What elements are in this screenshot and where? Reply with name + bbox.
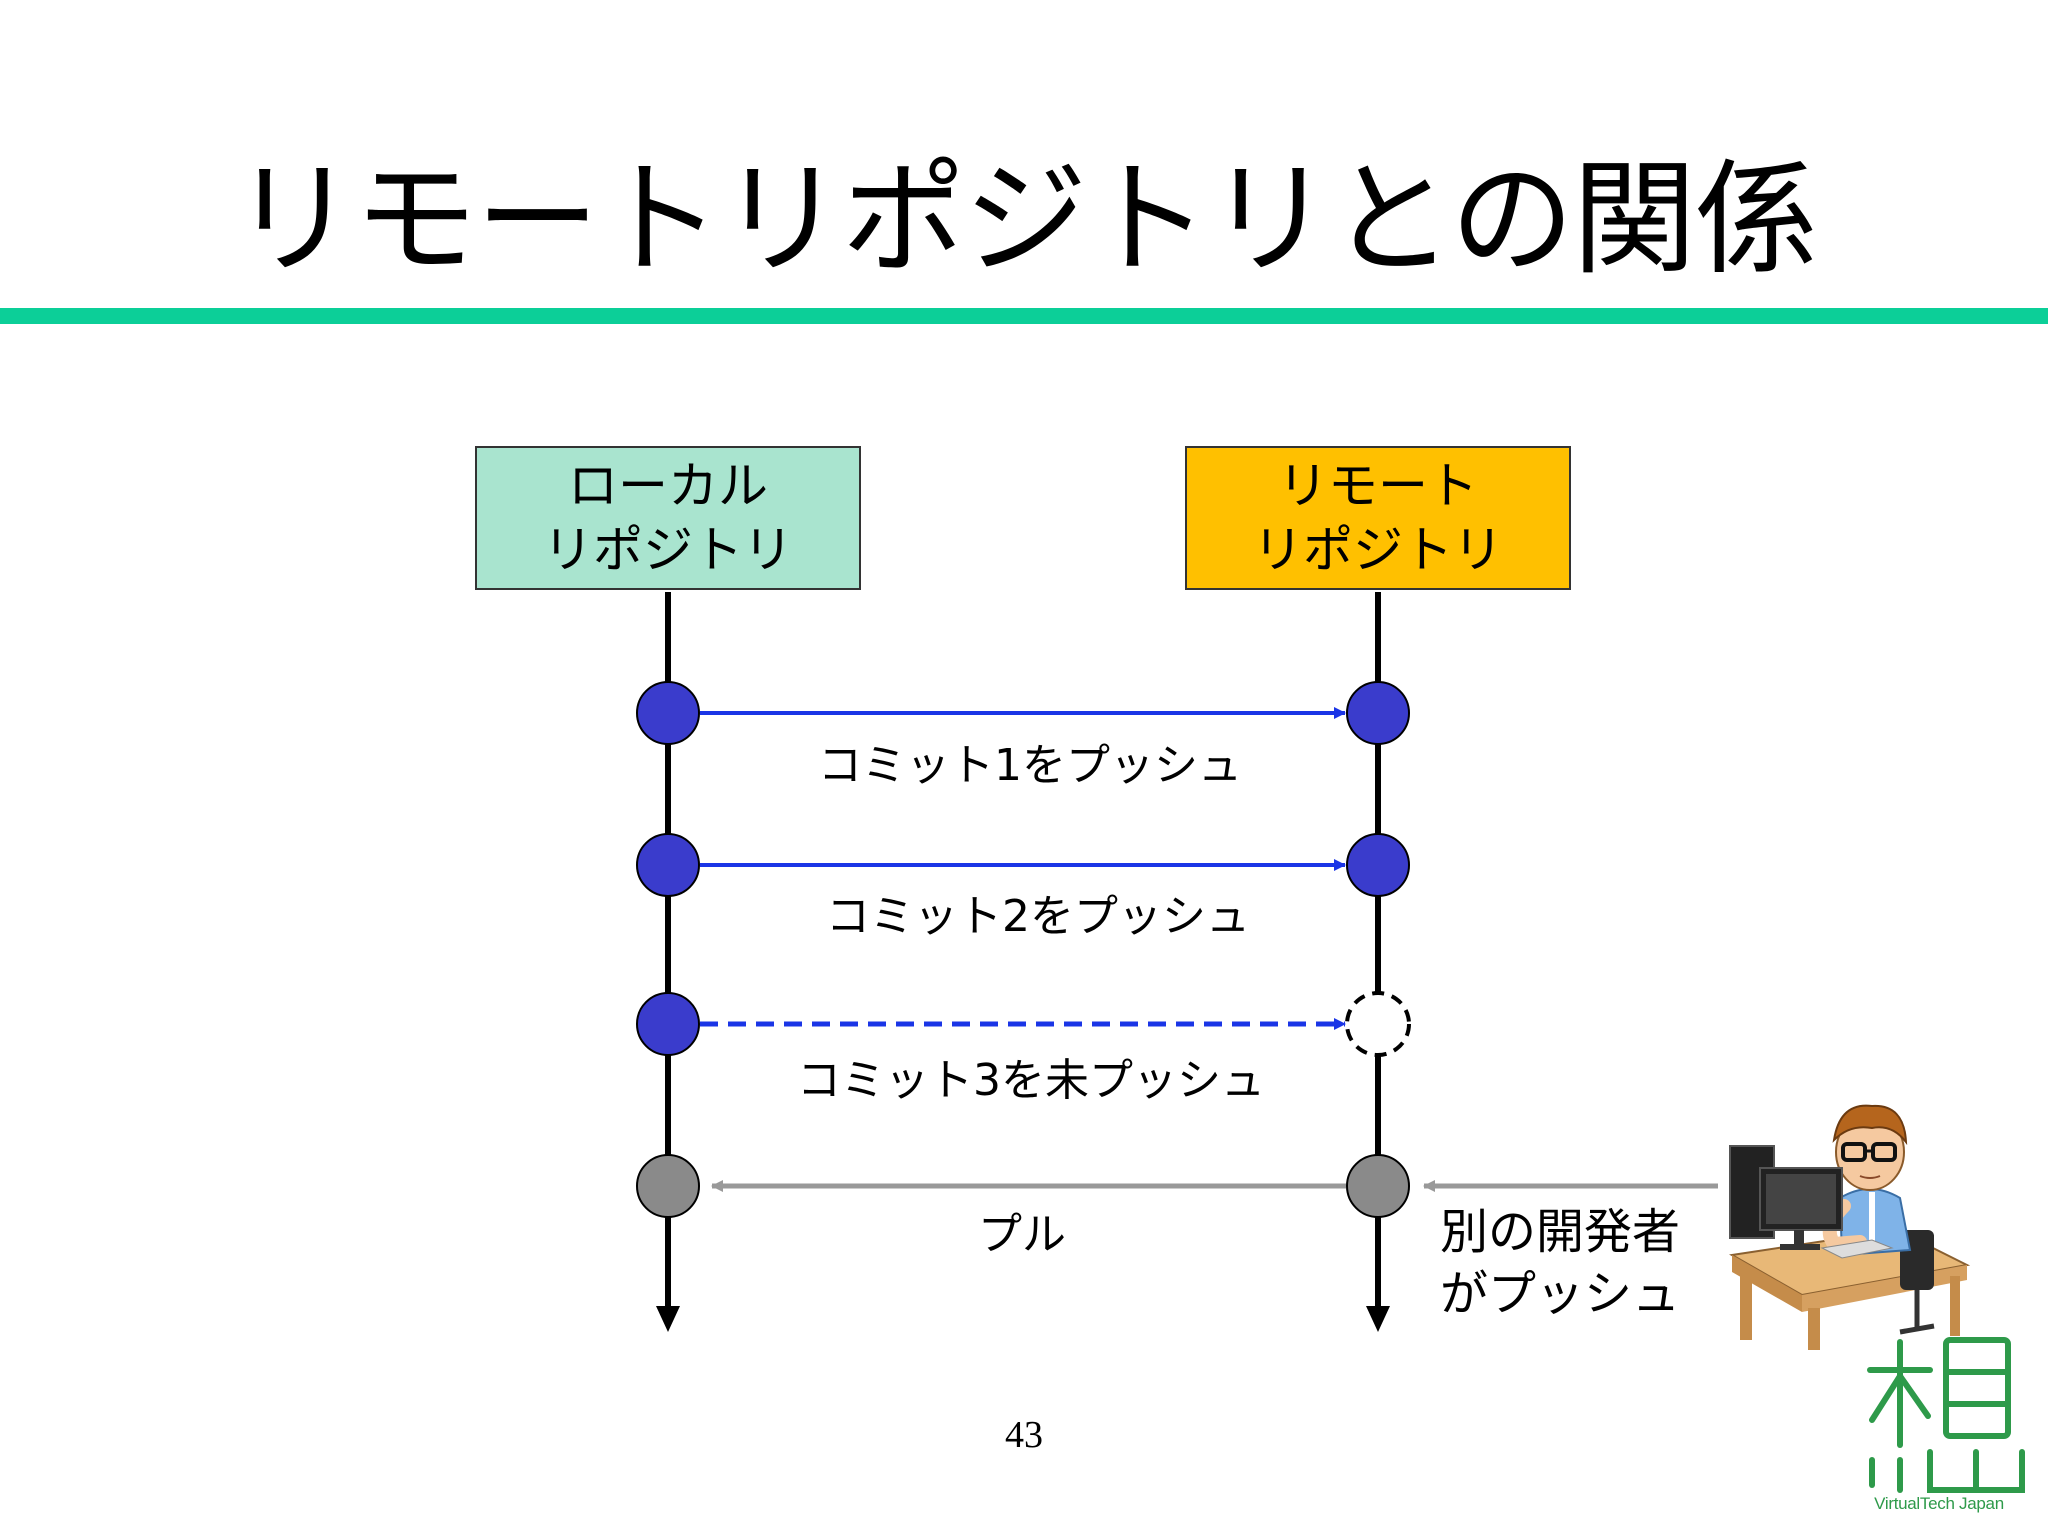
slide-title: リモートリポジトリとの関係 (231, 148, 1819, 292)
virtualtech-logo (1867, 1337, 2025, 1493)
local-repository-box: ローカル リポジトリ (475, 446, 861, 590)
step-label-push-1: コミット1をプッシュ (818, 740, 1242, 791)
local-repository-label-line1: ローカル (568, 457, 768, 515)
remote-pull-node (1346, 1154, 1410, 1218)
remote-empty-node-3 (1345, 991, 1411, 1057)
step-label-pull: プル (978, 1209, 1066, 1260)
remote-commit-node-2 (1346, 833, 1410, 897)
remote-repository-box: リモート リポジトリ (1185, 446, 1571, 590)
page-number: 43 (1005, 1414, 1043, 1456)
local-commit-node-2 (636, 833, 700, 897)
title-divider (0, 308, 2048, 324)
remote-repository-label-line2: リポジトリ (1253, 521, 1503, 579)
other-developer-label: 別の開発者 がプッシュ (1440, 1201, 1680, 1325)
local-commit-node-3 (636, 992, 700, 1056)
local-commit-node-1 (636, 681, 700, 745)
other-developer-label-line2: がプッシュ (1440, 1266, 1681, 1322)
local-pull-node (636, 1154, 700, 1218)
remote-commit-node-1 (1346, 681, 1410, 745)
local-repository-label-line2: リポジトリ (543, 521, 793, 579)
developer-illustration (1729, 1104, 1971, 1350)
logo-text: VirtualTech Japan (1874, 1494, 2004, 1513)
other-developer-label-line1: 別の開発者 (1440, 1204, 1681, 1260)
remote-repository-label-line1: リモート (1278, 457, 1478, 515)
step-label-unpushed-3: コミット3を未プッシュ (797, 1055, 1265, 1106)
remote-lifeline-arrowhead (1366, 1306, 1390, 1332)
step-label-push-2: コミット2をプッシュ (826, 891, 1250, 942)
local-lifeline-arrowhead (656, 1306, 680, 1332)
